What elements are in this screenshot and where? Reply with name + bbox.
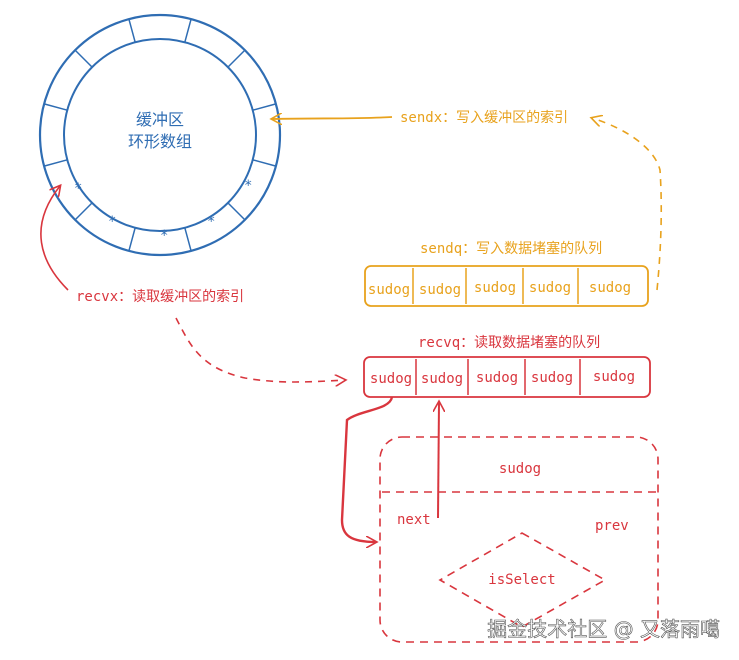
ring-segment-divider	[252, 103, 277, 111]
ring-marker: *	[74, 181, 82, 197]
ring-title-line2: 环形数组	[128, 132, 192, 151]
sudog-struct: sudog next prev isSelect	[379, 436, 659, 643]
ring-outer	[38, 13, 282, 257]
recvq-cell: sudog	[421, 371, 463, 387]
ring-segment-divider	[184, 18, 192, 43]
recvq-cell: sudog	[476, 370, 518, 386]
sendq-label: sendq	[420, 241, 462, 257]
sendx-desc: ：写入缓冲区的索引	[442, 109, 568, 126]
recvx-to-recvq-arrow	[175, 317, 345, 382]
ring-marker: *	[160, 228, 168, 244]
ring-segment-dividers	[43, 18, 277, 252]
sendq-cell: sudog	[419, 282, 461, 298]
ring-segment-divider	[43, 159, 68, 167]
ring-title-line1: 缓冲区	[136, 110, 184, 129]
sudog-struct-box	[379, 436, 659, 643]
ring-marker: *	[207, 214, 215, 230]
recvq-to-sudog-arrow	[340, 396, 394, 542]
sendx-label-group: sendx：写入缓冲区的索引	[400, 109, 568, 126]
recvx-label-group: recvx：读取缓冲区的索引	[76, 288, 244, 305]
sendq-label-group: sendq：写入数据堵塞的队列	[420, 240, 602, 257]
ring-segment-divider	[184, 227, 192, 252]
sendq-cell: sudog	[368, 282, 410, 298]
ring-buffer: 缓冲区 环形数组 * * * * *	[38, 13, 282, 257]
ring-segment-divider	[128, 18, 136, 43]
sudog-prev-field: prev	[595, 518, 629, 534]
ring-segment-divider	[74, 49, 93, 68]
recvq-label-group: recvq：读取数据堵塞的队列	[418, 334, 600, 351]
sudog-struct-title: sudog	[499, 461, 541, 477]
sendx-arrow	[272, 117, 393, 119]
sudog-isselect-field: isSelect	[488, 572, 555, 588]
isselect-diamond	[438, 532, 607, 628]
recvx-label: recvx	[76, 289, 118, 305]
ring-segment-divider	[74, 202, 93, 221]
recvq-label: recvq	[418, 335, 460, 351]
recvq-desc: ：读取数据堵塞的队列	[460, 334, 600, 351]
sendx-label: sendx	[400, 110, 442, 126]
sendq-cell: sudog	[474, 280, 516, 296]
ring-segment-divider	[252, 159, 277, 167]
recvq-cell: sudog	[531, 370, 573, 386]
ring-segment-divider	[128, 227, 136, 252]
recvq-cell: sudog	[370, 371, 412, 387]
sendq-cell: sudog	[589, 280, 631, 296]
recvq-queue-box	[363, 356, 651, 398]
recvx-annotation: recvx：读取缓冲区的索引	[40, 186, 345, 382]
sendq-group: sendq：写入数据堵塞的队列 sudog sudog sudog sudog …	[364, 118, 663, 307]
sendq-desc: ：写入数据堵塞的队列	[462, 240, 602, 257]
sendx-annotation: sendx：写入缓冲区的索引	[272, 109, 568, 126]
recvq-group: recvq：读取数据堵塞的队列 sudog sudog sudog sudog …	[363, 334, 651, 398]
ring-inner	[63, 38, 257, 232]
ring-marker: *	[108, 214, 116, 230]
recvq-cell: sudog	[593, 369, 635, 385]
recvx-desc: ：读取缓冲区的索引	[118, 288, 244, 305]
recvx-arrow	[40, 186, 69, 291]
sendq-cell: sudog	[529, 280, 571, 296]
ring-segment-divider	[43, 103, 68, 111]
ring-segment-divider	[227, 49, 246, 68]
sendq-queue-box	[364, 265, 649, 307]
ring-marker: *	[244, 178, 252, 194]
sudog-next-field: next	[397, 512, 431, 528]
watermark: 掘金技术社区 @ 又落雨噶	[487, 617, 720, 641]
ring-segment-divider	[227, 202, 246, 221]
next-pointer-arrow	[438, 402, 439, 519]
sendq-to-sendx-arrow	[592, 118, 663, 291]
